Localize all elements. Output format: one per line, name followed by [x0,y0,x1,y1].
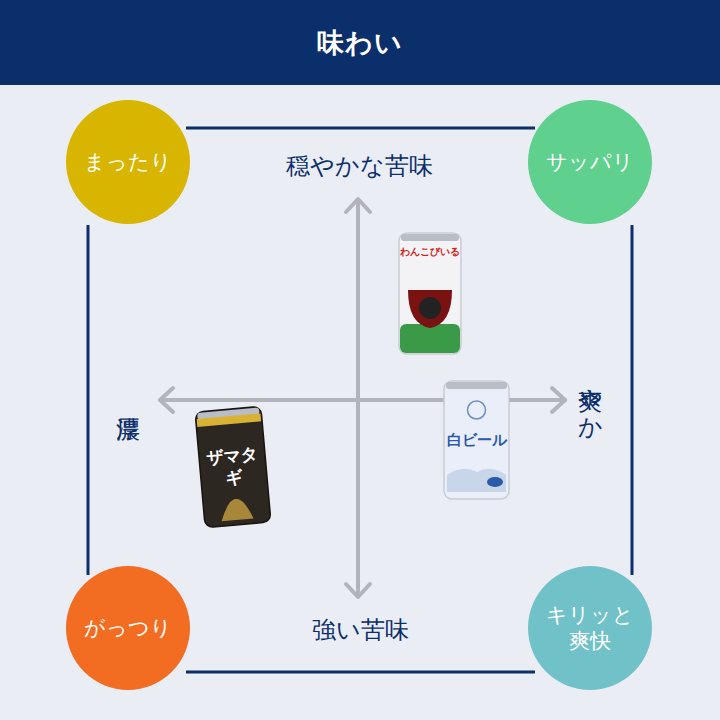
quadrant-label: キリッと 爽快 [542,602,638,655]
snow-emblem [468,401,486,419]
axis-label: 濃厚 [115,398,141,402]
title-banner: 味わい [0,0,720,85]
can-band [197,413,261,427]
product-name: ザマタギ [199,443,266,491]
quadrant-circle: がっつり [66,566,190,690]
title-text: 味わい [317,25,403,61]
can-rim [446,382,507,389]
axis-label: 穏やかな苦味 [286,153,433,179]
axis-label: 強い苦味 [312,617,409,643]
bowl-drawing [408,290,452,328]
beer-can: わんこびいる [398,232,462,355]
circle-fill [66,566,190,690]
quadrant-circle: キリッと 爽快 [528,566,652,690]
circle-fill [528,566,652,690]
quadrant-label: がっつり [78,615,178,641]
axis-label: 爽やか [577,370,603,430]
beer-can: 白ビール [443,380,510,500]
beer-can: ザマタギ [194,405,272,528]
quadrant-label: サッパリ [540,149,640,175]
quadrant-label: まったり [78,149,178,175]
can-body [195,406,271,527]
circle-fill [528,100,652,224]
can-body [399,233,461,354]
can-body [444,381,509,499]
mountain-drawing [447,469,506,492]
circle-shape [528,566,652,690]
can-badge [487,477,503,487]
axis-arrows [160,199,565,597]
can-band [400,324,460,353]
quadrant-circle: サッパリ [528,100,652,224]
can-rim [401,234,459,241]
mascot-drawing [419,297,441,319]
quadrant-circle: まったり [66,100,190,224]
circle-fill [66,100,190,224]
product-name: わんこびいる [399,246,461,259]
product-name: 白ビール [445,431,509,450]
hunter-drawing [220,497,254,521]
